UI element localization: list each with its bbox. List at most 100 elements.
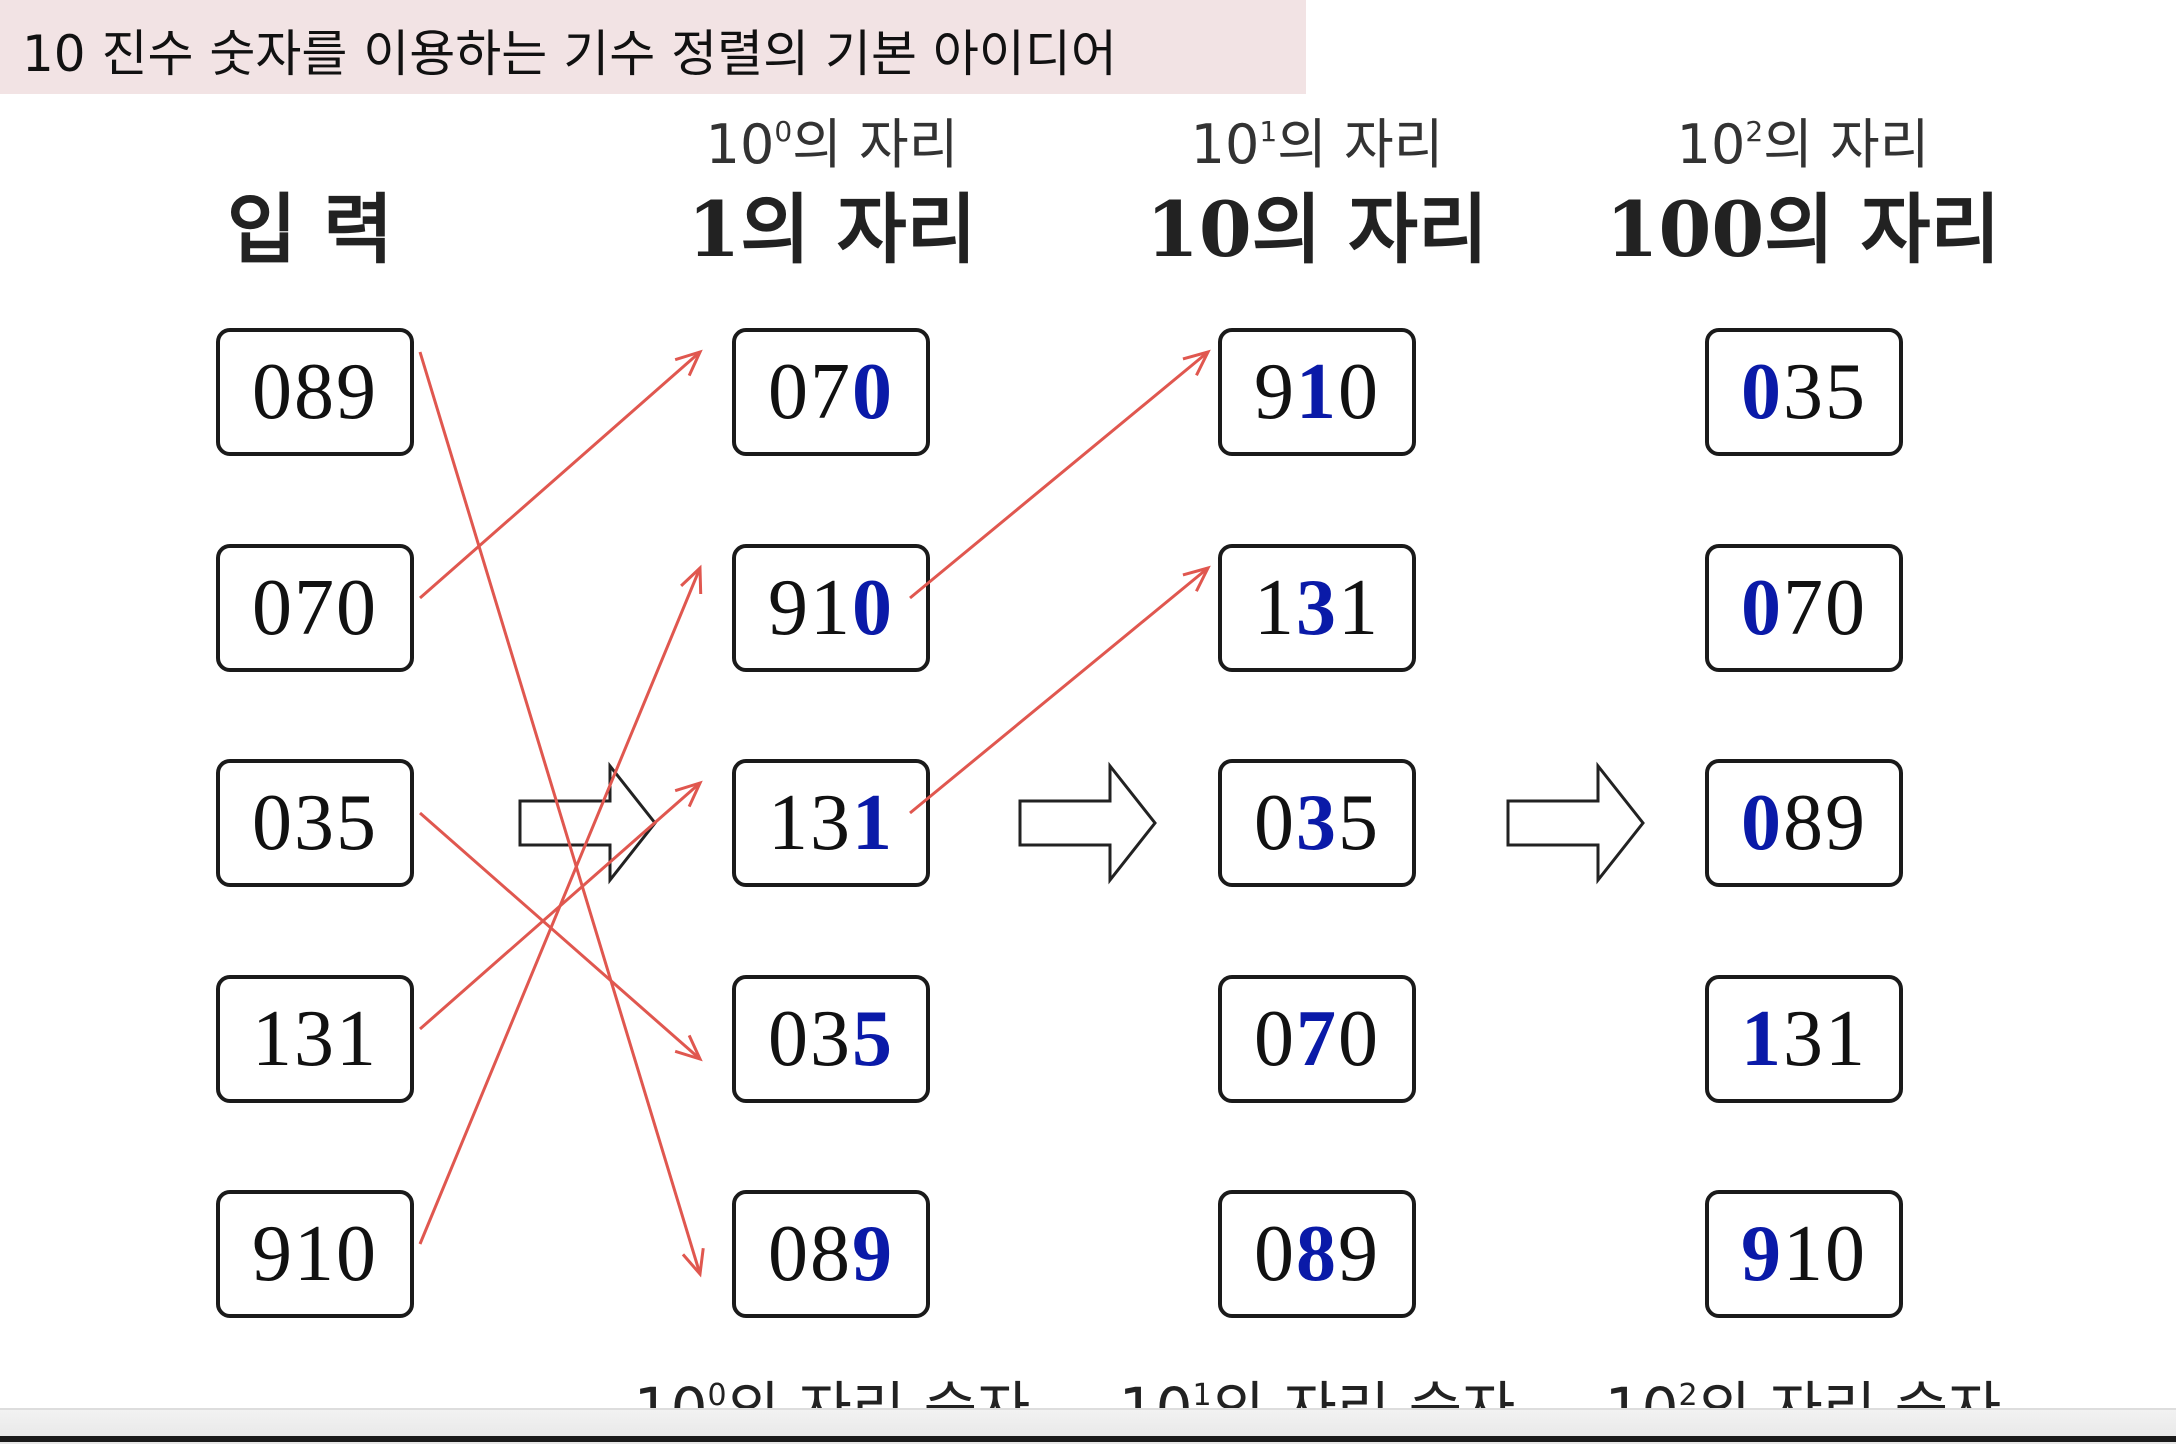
digit: 9 xyxy=(768,563,810,652)
digit: 1 xyxy=(768,778,810,867)
digit: 8 xyxy=(1296,1209,1338,1298)
digit: 1 xyxy=(1825,994,1867,1083)
sort-arrowhead xyxy=(681,1248,705,1278)
place-base: 10 xyxy=(1676,113,1746,176)
place-base: 10 xyxy=(1190,113,1260,176)
digit: 3 xyxy=(294,778,336,867)
column-header: 1의 자리 xyxy=(687,185,977,274)
digit: 8 xyxy=(1783,778,1825,867)
place-suffix: 의 자리 xyxy=(1277,113,1444,176)
digit: 1 xyxy=(1338,563,1380,652)
input-header: 입 력 xyxy=(226,185,394,274)
place-base: 10 xyxy=(705,113,775,176)
digit: 5 xyxy=(1338,778,1380,867)
digit: 7 xyxy=(1296,994,1338,1083)
digit: 0 xyxy=(768,1209,810,1298)
sort-arrowhead xyxy=(674,780,703,808)
digit: 1 xyxy=(1254,563,1296,652)
digit: 0 xyxy=(852,563,894,652)
footer-exponent: 1 xyxy=(1192,1378,1212,1413)
place-exponent: 1 xyxy=(1259,115,1278,148)
digit: 1 xyxy=(336,994,378,1083)
block-arrow xyxy=(1506,761,1645,885)
digit: 0 xyxy=(768,994,810,1083)
digit: 7 xyxy=(294,563,336,652)
place-exponent: 2 xyxy=(1745,115,1764,148)
block-arrow xyxy=(518,761,657,885)
digit: 5 xyxy=(852,994,894,1083)
digit: 0 xyxy=(252,347,294,436)
digit: 1 xyxy=(1741,994,1783,1083)
digit: 0 xyxy=(1254,1209,1296,1298)
digit: 0 xyxy=(1825,563,1867,652)
digit: 0 xyxy=(252,563,294,652)
sort-arrow xyxy=(909,350,1209,600)
sort-arrowhead xyxy=(1182,349,1211,376)
sort-arrow xyxy=(419,811,701,1061)
block-arrow xyxy=(1018,761,1157,885)
place-value-label: 102의 자리 xyxy=(1677,100,1930,179)
sort-arrow xyxy=(419,350,701,600)
digit: 7 xyxy=(1783,563,1825,652)
digit: 7 xyxy=(810,347,852,436)
digit: 3 xyxy=(1783,347,1825,436)
digit: 0 xyxy=(852,347,894,436)
digit: 1 xyxy=(294,1209,336,1298)
digit: 9 xyxy=(852,1209,894,1298)
digit: 1 xyxy=(252,994,294,1083)
digit: 9 xyxy=(1338,1209,1380,1298)
digit: 0 xyxy=(336,563,378,652)
digit: 3 xyxy=(810,994,852,1083)
place-value-label: 101의 자리 xyxy=(1191,100,1444,179)
digit: 9 xyxy=(1254,347,1296,436)
column-header: 100의 자리 xyxy=(1605,185,2001,274)
sort-arrowhead xyxy=(1182,565,1211,592)
digit: 0 xyxy=(336,1209,378,1298)
digit: 0 xyxy=(1338,347,1380,436)
digit: 1 xyxy=(852,778,894,867)
digit: 1 xyxy=(1296,347,1338,436)
digit: 0 xyxy=(1254,994,1296,1083)
sort-arrow xyxy=(909,566,1209,815)
digit: 0 xyxy=(1741,563,1783,652)
digit: 0 xyxy=(1741,347,1783,436)
sort-arrow xyxy=(418,567,702,1245)
digit: 3 xyxy=(294,994,336,1083)
digit: 5 xyxy=(336,778,378,867)
digit: 3 xyxy=(1296,778,1338,867)
sort-arrowhead xyxy=(674,349,703,377)
digit: 9 xyxy=(336,347,378,436)
digit: 8 xyxy=(810,1209,852,1298)
place-exponent: 0 xyxy=(774,115,793,148)
digit: 0 xyxy=(1338,994,1380,1083)
title-banner: 10 진수 숫자를 이용하는 기수 정렬의 기본 아이디어 xyxy=(0,0,1306,94)
footer-exponent: 2 xyxy=(1678,1378,1698,1413)
place-suffix: 의 자리 xyxy=(792,113,959,176)
sort-arrowhead xyxy=(674,1034,703,1062)
digit: 1 xyxy=(810,563,852,652)
column-header: 10의 자리 xyxy=(1146,185,1488,274)
digit: 0 xyxy=(768,347,810,436)
digit: 0 xyxy=(1254,778,1296,867)
digit: 3 xyxy=(1783,994,1825,1083)
digit: 0 xyxy=(1741,778,1783,867)
footer-exponent: 0 xyxy=(707,1378,727,1413)
